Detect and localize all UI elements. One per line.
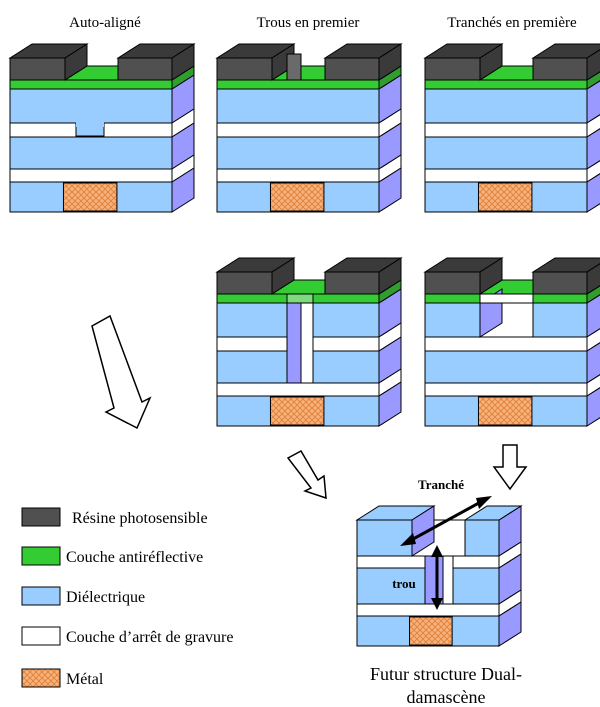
metal-block (269, 182, 325, 212)
resist-left-block (216, 271, 273, 295)
etch-stop-layer-lower (9, 168, 173, 183)
resist-right-side (378, 257, 402, 295)
final-metal-block (409, 616, 453, 646)
trench-width-arrow (400, 496, 492, 546)
legend-swatch-etch_stop (21, 626, 61, 646)
trench-label: Tranché (418, 477, 464, 492)
etch-stop-layer-upper (424, 122, 588, 138)
dielectric-upper-layer-side (586, 80, 600, 124)
resist-left-side (479, 257, 503, 295)
resist-right-block (532, 57, 588, 81)
resist-right-side (378, 43, 402, 81)
legend-label-arc: Couche antiréflective (66, 549, 203, 566)
etched-hole-left-wall (286, 302, 302, 384)
legend-label-metal: Métal (66, 671, 104, 688)
antireflective-layer (9, 79, 173, 90)
dielectric-lower-layer (424, 350, 588, 384)
stack-trenches-first-step2 (423, 257, 600, 427)
legend-swatch-metal (21, 668, 61, 688)
stack-auto-aligned (8, 43, 196, 213)
etch-stop-layer-upper (424, 336, 588, 352)
etch-stop-layer-upper (216, 122, 380, 138)
metal-block (62, 182, 118, 212)
final-dielectric-base-side (498, 601, 522, 647)
legend-swatch-arc (21, 546, 61, 566)
arrow-auto-aligned-to-final (91, 314, 152, 430)
stack-holes-first-step2 (215, 257, 403, 427)
legend-label-resist: Résine photosensible (72, 510, 208, 527)
metal-block (477, 182, 533, 212)
resist-right-side (171, 43, 195, 81)
column-title-auto-aligned: Auto-aligné (69, 15, 141, 31)
arc-trench-gap (479, 293, 534, 304)
dielectric-lower-layer (216, 136, 380, 170)
etched-hole-void (300, 302, 314, 384)
hole-height-arrow (431, 545, 443, 610)
dielectric-upper-layer (216, 88, 380, 124)
dielectric-base-layer-side (586, 387, 600, 427)
dielectric-base-layer-side (171, 167, 195, 213)
stack-trenches-first-step1 (423, 43, 600, 213)
arc-hole (286, 293, 314, 304)
etch-stop-layer-upper-side (586, 114, 600, 138)
resist-left-block (424, 57, 481, 81)
resist-left-block (216, 57, 273, 81)
dielectric-upper-layer (424, 88, 588, 124)
etch-stop-layer-lower-side (586, 160, 600, 183)
hole-label: trou (392, 576, 416, 591)
column-title-holes-first: Trous en premier (257, 15, 360, 31)
dielectric-lower-layer (424, 136, 588, 170)
stack-holes-first-step1 (215, 43, 403, 213)
resist-left-side (64, 43, 88, 81)
antireflective-layer (216, 79, 380, 90)
resist-right-block (117, 57, 173, 81)
dielectric-base-layer-side (378, 167, 402, 213)
final-right-top (463, 505, 523, 521)
legend-label-etch_stop: Couche d’arrêt de gravure (66, 629, 233, 646)
dielectric-lower-layer-side (586, 342, 600, 384)
dielectric-base-layer-side (586, 173, 600, 213)
final-etch-stop-lower (356, 603, 500, 617)
etch-stop-layer-upper-side (586, 328, 600, 352)
resist-right-block (324, 57, 380, 81)
resist-left-block (9, 57, 66, 81)
legend-swatch-dielectric (21, 586, 61, 606)
etch-stop-layer-lower (216, 382, 380, 397)
final-caption-line2: damascène (407, 687, 486, 707)
final-hole-wall (424, 555, 444, 605)
arrow-trenches-first-to-final (492, 444, 528, 491)
resist-hole-notch (286, 53, 302, 81)
final-dual-damascene-structure (355, 505, 523, 647)
metal-block (477, 396, 533, 426)
column-title-trenches-first: Tranchés en première (447, 15, 577, 31)
antireflective-layer-side (586, 71, 600, 90)
dielectric-upper-layer-side (586, 294, 600, 338)
dielectric-lower-layer-side (586, 128, 600, 170)
resist-right-side (586, 49, 600, 81)
resist-right-block (324, 271, 380, 295)
resist-right-block (532, 271, 588, 295)
resist-right-side (586, 263, 600, 295)
dielectric-lower-layer (9, 136, 173, 170)
dielectric-base-layer-side (378, 381, 402, 427)
resist-left-side (479, 43, 503, 81)
arrow-holes-first-to-final (286, 449, 327, 500)
dielectric-upper-layer (9, 88, 173, 124)
final-hole-void (442, 555, 454, 605)
metal-block (269, 396, 325, 426)
legend-swatch-resist (21, 507, 61, 527)
resist-left-side (271, 257, 295, 295)
antireflective-layer-side (586, 285, 600, 304)
etch-stop-layer-lower (424, 382, 588, 397)
legend-label-dielectric: Diélectrique (66, 589, 145, 606)
resist-left-block (424, 271, 481, 295)
etch-stop-layer-lower (216, 168, 380, 183)
etch-stop-layer-lower-side (586, 374, 600, 397)
final-caption-line1: Futur structure Dual- (370, 664, 522, 684)
etch-stop-layer-lower (424, 168, 588, 183)
antireflective-layer (424, 79, 588, 90)
